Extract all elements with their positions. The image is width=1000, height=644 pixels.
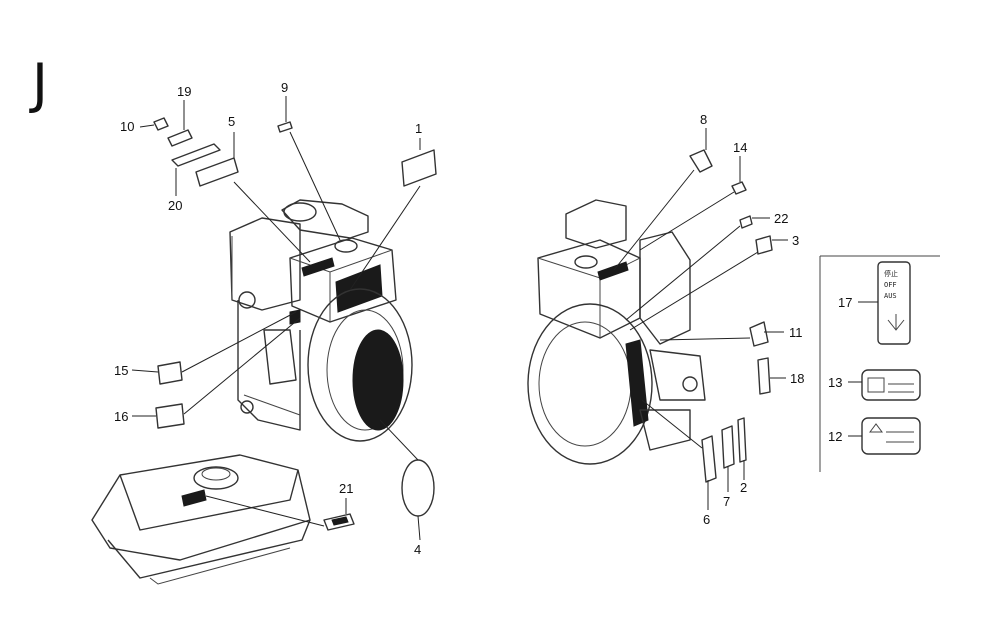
label-parts [153,117,773,531]
callout-22: 22 [774,211,788,226]
switch-label-line1: 停止 [884,269,898,278]
part-15 [157,361,183,385]
switch-label-line3: AUS [884,292,897,300]
recoil-cover-mark [352,329,404,431]
part-22 [739,215,753,229]
part-21 [323,513,355,531]
callout-7: 7 [723,494,730,509]
section-letter: J [29,52,48,115]
right-engine [527,199,706,465]
callout-4: 4 [414,542,421,557]
callout-11: 11 [789,325,803,340]
arrow-down-icon [887,314,905,331]
callout-6: 6 [703,512,710,527]
part-13 [861,369,921,401]
part-4 [401,459,435,517]
callout-12: 12 [828,429,842,444]
part-9 [277,121,293,133]
callout-18: 18 [790,371,804,386]
callout-8: 8 [700,112,707,127]
part-5 [195,157,239,187]
callout-21: 21 [339,481,353,496]
part-20 [171,143,221,167]
part-16 [155,403,185,429]
callout-15: 15 [114,363,128,378]
callout-14: 14 [733,140,747,155]
callout-10: 10 [120,119,134,134]
fuel-tank [91,454,311,585]
part-19 [167,129,193,147]
callout-9: 9 [281,80,288,95]
callout-5: 5 [228,114,235,129]
part-10 [153,117,169,131]
callout-1: 1 [415,121,422,136]
callout-3: 3 [792,233,799,248]
callout-17: 17 [838,295,852,310]
part-7 [721,425,735,469]
left-engine [229,199,413,442]
callout-13: 13 [828,375,842,390]
part-12 [861,417,921,455]
callout-16: 16 [114,409,128,424]
part-8 [689,149,713,173]
shroud-label-mark [625,339,649,427]
fuel-tank-label-mark [181,489,207,507]
switch-inset: 停止 OFF AUS [819,255,940,472]
part-18 [757,357,771,395]
part-6 [701,435,717,483]
part-11 [749,321,769,347]
part-2 [737,417,747,463]
leader-lines [131,96,878,541]
part-1 [401,149,437,187]
callout-20: 20 [168,198,182,213]
part-3 [755,235,773,255]
part-17 [877,261,911,345]
callout-labels: 1 2 3 4 5 6 7 8 9 10 11 12 13 14 15 16 1… [114,80,852,557]
tank-label-mark [301,257,335,277]
callout-2: 2 [740,480,747,495]
callout-19: 19 [177,84,191,99]
switch-label-line2: OFF [884,281,897,289]
part-14 [731,181,747,195]
